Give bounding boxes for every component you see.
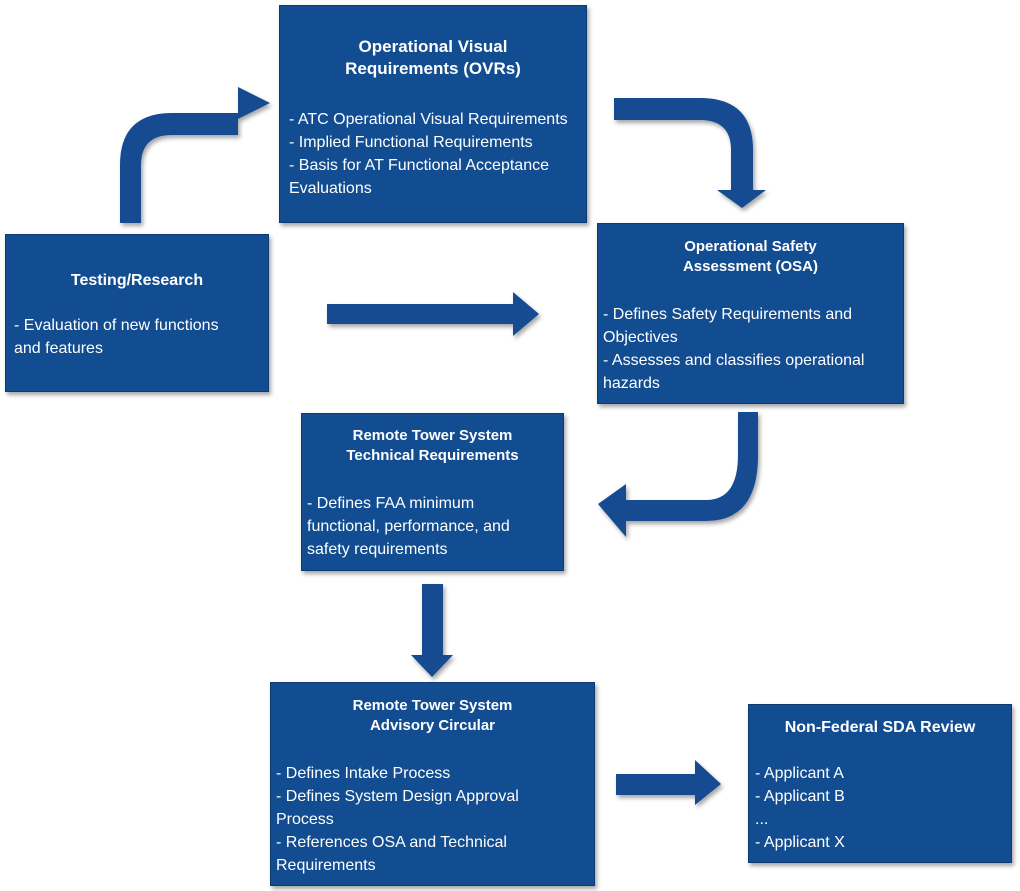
box-testing-research: Testing/Research - Evaluation of new fun… (5, 234, 269, 392)
arrow-tech-to-ac (411, 584, 453, 677)
list-item: - Defines Safety Requirements and Object… (603, 306, 853, 346)
list-item: - Applicant X (755, 834, 845, 851)
list-item: - Basis for AT Functional Acceptance Eva… (289, 157, 549, 197)
title-line: Non-Federal SDA Review (784, 719, 976, 736)
list-item: - Evaluation of new functions and featur… (14, 317, 219, 357)
title-line: Operational Safety (684, 238, 817, 255)
list-item: ... (755, 811, 769, 828)
list-item: - Assesses and classifies operational ha… (603, 352, 865, 392)
list-item: - References OSA and Technical Requireme… (276, 834, 507, 874)
box-title: Operational Safety Assessment (OSA) (598, 237, 903, 276)
title-line: Advisory Circular (369, 716, 496, 734)
title-line: Technical Requirements (346, 446, 519, 464)
box-title: Remote Tower System Technical Requiremen… (302, 426, 563, 465)
item-list: - Evaluation of new functions and featur… (14, 314, 246, 360)
box-operational-safety-assessment: Operational Safety Assessment (OSA) - De… (597, 223, 904, 404)
title-line: Remote Tower System (352, 427, 513, 444)
box-title: Non-Federal SDA Review (749, 718, 1011, 739)
item-list: - Applicant A - Applicant B ... - Applic… (755, 762, 1001, 854)
title-line: Testing/Research (70, 272, 204, 289)
item-list: - Defines FAA minimum functional, perfor… (307, 492, 541, 561)
arrow-ac-to-sda (616, 760, 721, 805)
list-item: - ATC Operational Visual Requirements (289, 111, 568, 128)
title-line: Requirements (OVRs) (345, 59, 521, 79)
list-item: - Implied Functional Requirements (289, 134, 533, 151)
title-line: Assessment (OSA) (682, 257, 819, 275)
list-item: - Applicant A (755, 765, 844, 782)
arrow-testing-to-osa (327, 292, 539, 336)
title-line: Remote Tower System (352, 697, 513, 714)
list-item: - Defines System Design Approval Process (276, 788, 519, 828)
box-remote-tower-advisory-circular: Remote Tower System Advisory Circular - … (270, 682, 595, 886)
title-line: Operational Visual (358, 37, 508, 56)
list-item: - Applicant B (755, 788, 845, 805)
box-title: Operational Visual Requirements (OVRs) (280, 36, 586, 80)
arrow-ovr-to-osa (614, 98, 766, 208)
item-list: - Defines Intake Process - Defines Syste… (276, 762, 549, 877)
box-non-federal-sda-review: Non-Federal SDA Review - Applicant A - A… (748, 704, 1012, 863)
arrow-osa-to-tech (598, 412, 758, 537)
box-operational-visual-requirements: Operational Visual Requirements (OVRs) -… (279, 5, 587, 223)
box-title: Remote Tower System Advisory Circular (271, 696, 594, 735)
list-item: - Defines Intake Process (276, 765, 451, 782)
item-list: - ATC Operational Visual Requirements - … (289, 108, 576, 200)
list-item: - Defines FAA minimum functional, perfor… (307, 495, 510, 558)
box-title: Testing/Research (6, 271, 268, 292)
item-list: - Defines Safety Requirements and Object… (603, 303, 889, 395)
arrow-testing-to-ovr (120, 87, 270, 223)
box-remote-tower-technical-requirements: Remote Tower System Technical Requiremen… (301, 413, 564, 571)
